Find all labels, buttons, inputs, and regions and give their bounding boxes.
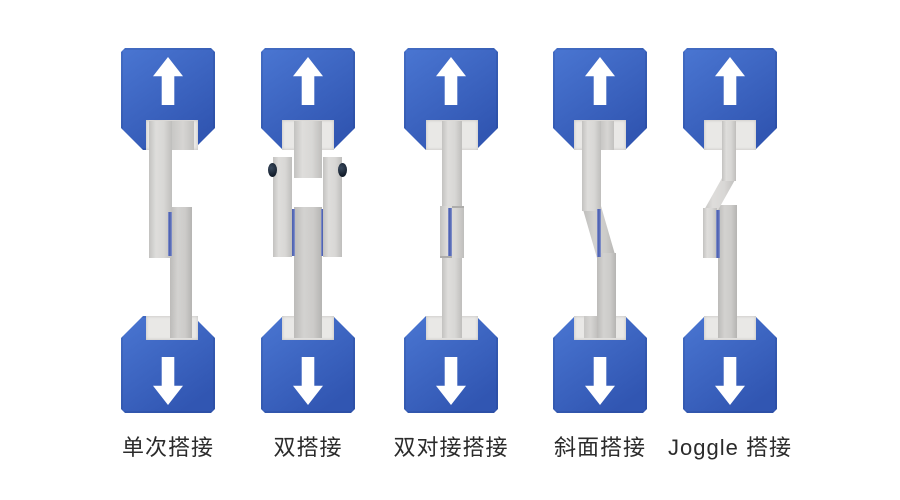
specimen-double-butt-lap: 双对接搭接 [376, 0, 526, 500]
bottom-adherend-strip [718, 316, 737, 338]
adhesive-layer [716, 210, 720, 258]
specimen-single-lap: 单次搭接 [93, 0, 243, 500]
bottom-adherend-strip [718, 205, 737, 340]
adhesive-layer [597, 209, 601, 257]
bottom-adherend-strip [294, 316, 322, 338]
specimen-joggle-lap: Joggle 搭接 [655, 0, 805, 500]
adhesive-layer-left [291, 209, 295, 256]
grip-shim [172, 121, 194, 150]
top-adherend-strip [722, 121, 736, 181]
outer-strap-left [273, 157, 292, 257]
joint-label: Joggle 搭接 [668, 435, 792, 460]
specimen-double-lap: 双搭接 [233, 0, 383, 500]
fastener-left [268, 163, 277, 177]
joggle-overlap-flange [703, 208, 717, 258]
top-adherend-strip [582, 121, 601, 211]
adhesive-layer [448, 208, 452, 258]
adherend-strip [442, 316, 462, 338]
top-adherend-strip [149, 121, 172, 258]
joint-label: 双搭接 [273, 435, 343, 460]
joint-label: 双对接搭接 [393, 435, 509, 460]
butt-joint-edge-top [452, 206, 464, 208]
butt-joint-edge-bottom [440, 256, 452, 258]
adhesive-layer [168, 212, 172, 256]
outer-strap-right [323, 157, 342, 257]
grip-shim [601, 121, 614, 150]
joint-label: 斜面搭接 [553, 435, 646, 460]
top-adherend-strip [294, 121, 322, 178]
bottom-adherend-strip [170, 316, 192, 338]
fastener-right [338, 163, 347, 177]
joint-label: 单次搭接 [121, 435, 214, 460]
bottom-adherend-strip [170, 207, 192, 338]
bottom-adherend-strip [597, 316, 616, 338]
butt-strap-overlay [440, 206, 464, 258]
grip-shim [584, 316, 597, 338]
specimen-scarf-lap: 斜面搭接 [525, 0, 675, 500]
